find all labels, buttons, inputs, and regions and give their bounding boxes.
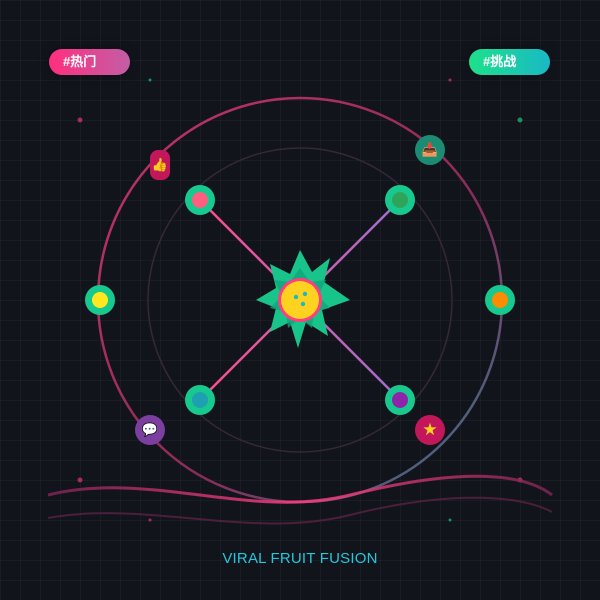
node-top-right-dot	[392, 192, 408, 208]
node-top-left-dot	[192, 192, 208, 208]
node-top-left[interactable]	[185, 185, 215, 215]
sparkle-dot	[77, 477, 83, 483]
hot-hashtag-chip[interactable]: #热门	[49, 49, 130, 75]
core-seed	[302, 291, 308, 297]
diagram-caption: VIRAL FRUIT FUSION	[222, 550, 378, 567]
node-bottom-left-dot	[192, 392, 208, 408]
inbox-icon[interactable]: 📥	[421, 142, 439, 158]
wave-line-back	[47, 496, 553, 525]
node-bottom-left[interactable]	[185, 385, 215, 415]
node-top-right[interactable]	[385, 185, 415, 215]
sparkle-dot	[148, 518, 152, 522]
node-left[interactable]	[85, 285, 115, 315]
node-right-dot	[492, 292, 508, 308]
sparkle-dot	[448, 518, 452, 522]
node-bottom-right-dot	[392, 392, 408, 408]
core-seed	[300, 301, 306, 307]
sparkle-dot	[77, 117, 83, 123]
speech-bubble-icon[interactable]: 💬	[141, 422, 159, 438]
node-left-dot	[92, 292, 108, 308]
inbox-badge-bg	[415, 135, 445, 165]
node-bottom-right[interactable]	[385, 385, 415, 415]
thumbs-up-icon[interactable]: 👍	[151, 157, 169, 173]
fruit-core-icon	[281, 281, 319, 319]
star-badge-bg	[415, 415, 445, 445]
thumbs-up-badge-bg	[150, 150, 170, 180]
node-right[interactable]	[485, 285, 515, 315]
sparkle-dot	[517, 117, 523, 123]
sparkle-dot	[448, 78, 452, 82]
core-seed	[293, 294, 299, 300]
comment-badge-bg	[135, 415, 165, 445]
star-icon[interactable]: ★	[422, 420, 438, 440]
sparkle-dot	[148, 78, 152, 82]
challenge-hashtag-chip[interactable]: #挑战	[469, 49, 550, 75]
wave-line-front	[47, 474, 553, 504]
